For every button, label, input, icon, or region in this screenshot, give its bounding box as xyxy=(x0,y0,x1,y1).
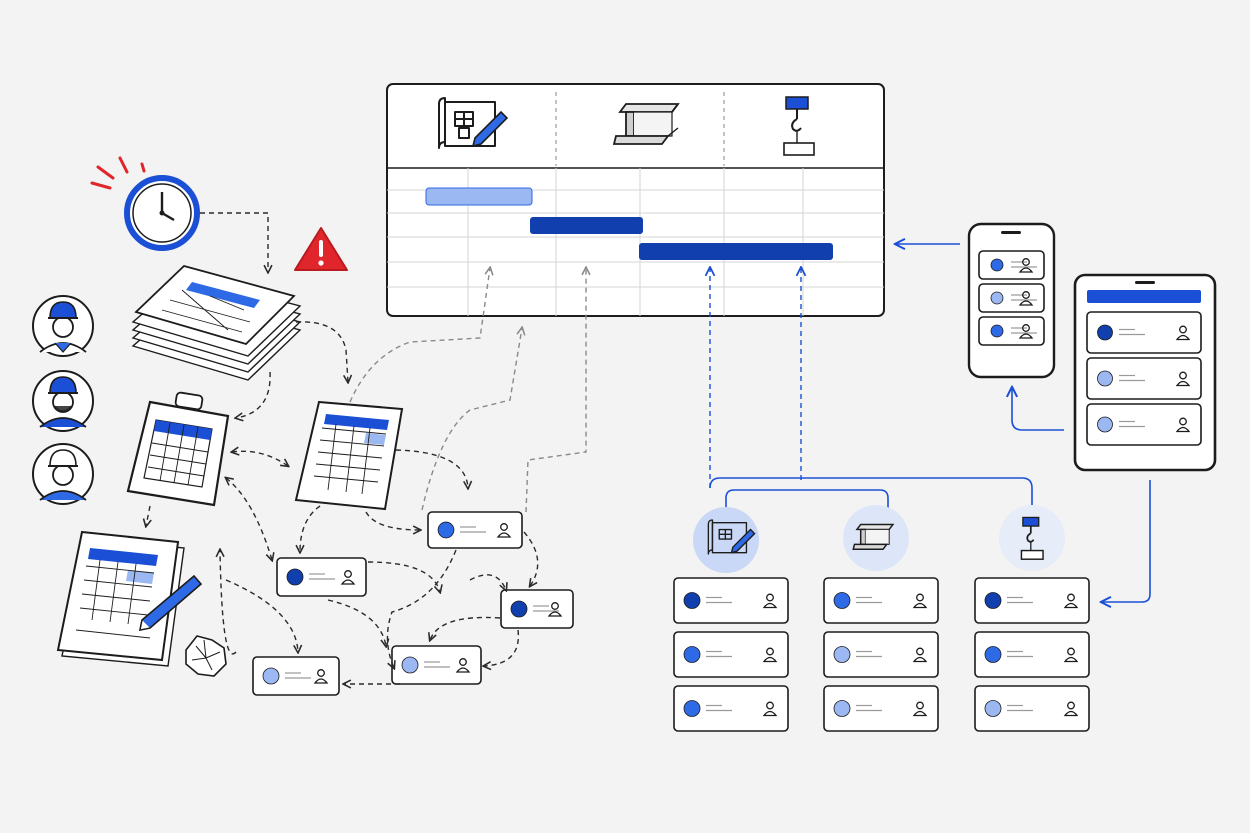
gantt-grid xyxy=(387,168,884,316)
status-dot xyxy=(984,592,1002,609)
crane-hook-icon xyxy=(999,505,1065,571)
blueprint-icon xyxy=(438,97,509,149)
task-card[interactable] xyxy=(673,685,789,732)
crane-hook-icon xyxy=(783,96,815,156)
gantt-board xyxy=(386,83,885,317)
task-card[interactable] xyxy=(673,631,789,678)
user-icon xyxy=(762,593,778,609)
warning-icon xyxy=(294,227,348,271)
task-card[interactable] xyxy=(252,656,340,696)
task-card[interactable] xyxy=(974,631,1090,678)
task-card[interactable] xyxy=(974,577,1090,624)
gantt-bar-blueprint[interactable] xyxy=(425,187,533,206)
status-dot xyxy=(990,324,1004,338)
left-flow-arrows xyxy=(146,212,539,684)
status-dot xyxy=(683,700,701,717)
user-icon xyxy=(1063,647,1079,663)
blueprint-icon xyxy=(693,507,759,573)
task-card[interactable] xyxy=(978,283,1045,313)
upward-sync-arrows xyxy=(349,268,586,513)
status-dot xyxy=(1097,370,1113,387)
status-dot xyxy=(1097,416,1113,433)
user-icon xyxy=(1063,593,1079,609)
task-card[interactable] xyxy=(391,645,482,685)
status-dot xyxy=(262,667,280,685)
task-card[interactable] xyxy=(673,577,789,624)
task-card[interactable] xyxy=(1086,311,1202,354)
user-icon xyxy=(762,701,778,717)
task-card[interactable] xyxy=(974,685,1090,732)
task-card[interactable] xyxy=(823,577,939,624)
task-card[interactable] xyxy=(1086,403,1202,446)
user-icon xyxy=(1018,324,1034,339)
column-connector xyxy=(709,477,1033,512)
gantt-bar-crane[interactable] xyxy=(639,243,833,260)
schedule-sheet xyxy=(294,400,404,511)
worker-avatar xyxy=(32,295,94,357)
status-dot xyxy=(437,521,455,539)
device-arrows xyxy=(896,244,1151,602)
status-dot xyxy=(990,291,1004,305)
task-card[interactable] xyxy=(427,511,523,549)
user-icon xyxy=(762,647,778,663)
status-dot xyxy=(990,258,1004,272)
status-dot xyxy=(510,600,528,618)
gantt-bar-steel[interactable] xyxy=(530,217,643,234)
status-dot xyxy=(401,656,419,674)
crumpled-paper xyxy=(185,635,227,677)
worker-avatar xyxy=(32,370,94,432)
status-dot xyxy=(984,646,1002,663)
paper-stack xyxy=(131,264,302,381)
tablet-rows xyxy=(1086,311,1202,446)
status-dot xyxy=(984,700,1002,717)
steel-beam-icon xyxy=(843,505,909,571)
status-dot xyxy=(833,592,851,609)
user-icon xyxy=(1175,417,1191,433)
task-card[interactable] xyxy=(823,631,939,678)
status-dot xyxy=(683,592,701,609)
status-dot xyxy=(683,646,701,663)
user-icon xyxy=(547,602,563,617)
user-icon xyxy=(313,669,329,684)
phone-rows xyxy=(978,250,1045,346)
user-icon xyxy=(1175,325,1191,341)
column-task-rows xyxy=(673,577,1090,732)
user-icon xyxy=(455,658,471,673)
task-card[interactable] xyxy=(276,557,367,597)
user-icon xyxy=(496,523,512,538)
status-dot xyxy=(286,568,304,586)
user-icon xyxy=(1018,258,1034,273)
annotated-plan xyxy=(56,530,203,667)
user-icon xyxy=(912,701,928,717)
task-card[interactable] xyxy=(500,589,574,629)
user-icon xyxy=(912,647,928,663)
user-icon xyxy=(1063,701,1079,717)
steel-beam-icon xyxy=(612,103,680,145)
task-card[interactable] xyxy=(823,685,939,732)
user-icon xyxy=(1018,291,1034,306)
worker-avatar xyxy=(32,443,94,505)
task-card[interactable] xyxy=(978,250,1045,280)
user-icon xyxy=(912,593,928,609)
status-dot xyxy=(1097,324,1113,341)
task-card[interactable] xyxy=(978,316,1045,346)
blue-sync-arrows xyxy=(710,268,801,488)
user-icon xyxy=(340,570,356,585)
task-card[interactable] xyxy=(1086,357,1202,400)
clock-icon xyxy=(90,156,200,251)
status-dot xyxy=(833,700,851,717)
status-dot xyxy=(833,646,851,663)
clipboard-sheet xyxy=(126,391,230,507)
left-task-cards xyxy=(252,511,574,696)
user-icon xyxy=(1175,371,1191,387)
